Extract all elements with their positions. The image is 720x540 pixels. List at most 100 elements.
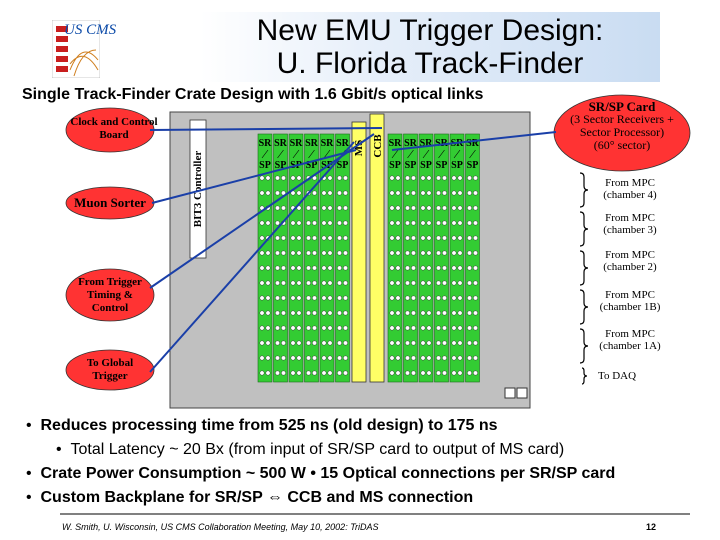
- optical-connector: [296, 280, 302, 286]
- page-number: 12: [646, 522, 657, 532]
- optical-connector: [389, 205, 395, 211]
- optical-connector: [281, 250, 286, 256]
- sp-label: SP: [420, 160, 432, 171]
- optical-connector: [389, 280, 395, 286]
- optical-connector: [321, 220, 327, 226]
- optical-connector: [389, 265, 395, 271]
- optical-connector: [473, 265, 478, 271]
- optical-connector: [405, 355, 410, 361]
- optical-connector: [259, 175, 265, 181]
- optical-connector: [259, 190, 265, 196]
- optical-connector: [343, 355, 348, 361]
- optical-connector: [473, 235, 478, 241]
- optical-connector: [389, 370, 395, 376]
- optical-connector: [389, 175, 395, 181]
- optical-connector: [405, 250, 410, 256]
- sr-label: SR: [274, 138, 288, 149]
- optical-connector: [306, 340, 311, 346]
- optical-connector: [467, 340, 472, 346]
- optical-connector: [389, 340, 395, 346]
- slide-title: New EMU Trigger Design: U. Florida Track…: [200, 14, 660, 80]
- optical-connector: [442, 235, 447, 241]
- optical-connector: [306, 235, 311, 241]
- sr-sp-separator: [453, 149, 461, 159]
- optical-connector: [395, 325, 401, 331]
- optical-connector: [296, 190, 302, 196]
- input-4-line1: From MPC: [605, 289, 655, 301]
- optical-connector: [265, 355, 271, 361]
- sr-label: SR: [435, 138, 449, 149]
- optical-connector: [281, 205, 286, 211]
- sr-label: SR: [389, 138, 403, 149]
- optical-connector: [321, 235, 327, 241]
- sr-label: SR: [404, 138, 418, 149]
- optical-connector: [337, 355, 342, 361]
- optical-connector: [327, 265, 333, 271]
- optical-connector: [395, 295, 401, 301]
- sp-label: SP: [337, 160, 349, 171]
- title-background: [200, 12, 660, 82]
- optical-connector: [426, 310, 432, 316]
- optical-connector: [312, 295, 317, 301]
- optical-connector: [259, 370, 265, 376]
- optical-connector: [296, 235, 302, 241]
- input-label-4: From MPC (chamber 1B): [594, 289, 666, 313]
- optical-connector: [451, 370, 457, 376]
- input-label-2: From MPC (chamber 3): [594, 212, 666, 236]
- optical-connector: [306, 370, 311, 376]
- title-line-1: New EMU Trigger Design:: [256, 14, 604, 47]
- optical-connector: [442, 295, 447, 301]
- optical-connector: [281, 175, 286, 181]
- optical-connector: [420, 355, 426, 361]
- optical-connector: [327, 310, 333, 316]
- optical-connector: [306, 220, 311, 226]
- sr-sp-separator: [407, 149, 414, 159]
- optical-connector: [306, 310, 311, 316]
- arrow-global: [149, 141, 355, 373]
- optical-connector: [389, 250, 395, 256]
- input-braces: [579, 172, 589, 385]
- optical-connector: [411, 340, 416, 346]
- optical-connector: [265, 325, 271, 331]
- optical-connector: [405, 265, 410, 271]
- sr-sp-separator: [277, 149, 284, 159]
- optical-connector: [451, 310, 457, 316]
- optical-connector: [473, 280, 478, 286]
- optical-connector: [337, 295, 342, 301]
- connector-2: [516, 387, 528, 399]
- optical-connector: [411, 295, 416, 301]
- sp-label: SP: [306, 160, 318, 171]
- ms-label: MS: [353, 140, 365, 157]
- optical-connector: [457, 220, 463, 226]
- sr-label: SR: [466, 138, 480, 149]
- optical-connector: [265, 175, 271, 181]
- optical-connector: [395, 265, 401, 271]
- bullet-2: • Total Latency ~ 20 Bx (from input of S…: [56, 441, 565, 458]
- optical-connector: [321, 250, 327, 256]
- optical-connector: [290, 310, 296, 316]
- optical-connector: [405, 220, 410, 226]
- optical-connector: [343, 235, 348, 241]
- optical-connector: [296, 355, 302, 361]
- optical-connector: [306, 250, 311, 256]
- optical-connector: [265, 250, 271, 256]
- sp-label: SP: [405, 160, 417, 171]
- optical-connector: [457, 310, 463, 316]
- bullet-2-text: Total Latency ~ 20 Bx (from input of SR/…: [70, 441, 565, 458]
- optical-connector: [411, 205, 416, 211]
- input-3-line1: From MPC: [605, 249, 655, 261]
- optical-connector: [259, 295, 265, 301]
- optical-connector: [395, 370, 401, 376]
- optical-connector: [259, 310, 265, 316]
- optical-connector: [405, 370, 410, 376]
- optical-connector: [389, 220, 395, 226]
- optical-connector: [312, 265, 317, 271]
- optical-connector: [436, 310, 441, 316]
- optical-connector: [420, 190, 426, 196]
- optical-connector: [337, 235, 342, 241]
- optical-connector: [436, 250, 441, 256]
- optical-connector: [290, 370, 296, 376]
- optical-connector: [306, 280, 311, 286]
- bullet-1: • Reduces processing time from 525 ns (o…: [26, 417, 498, 434]
